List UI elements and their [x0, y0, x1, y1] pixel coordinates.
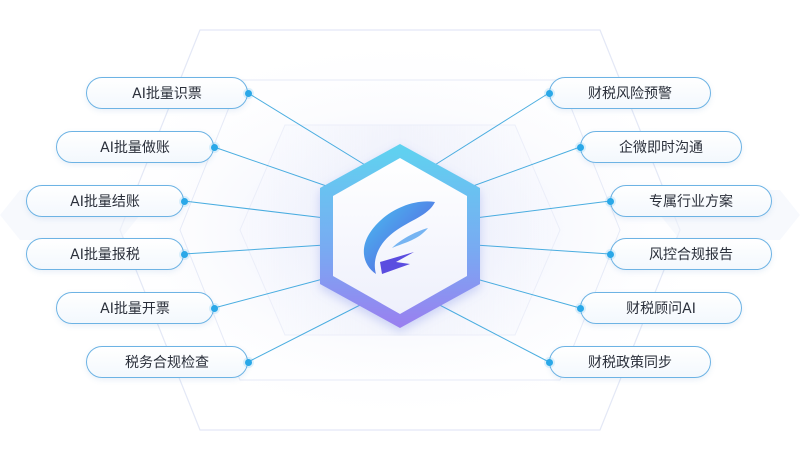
right-connector-line [429, 92, 550, 169]
right-connector-line [461, 274, 581, 309]
left-connector-line [183, 200, 326, 219]
right-connector-line [474, 200, 611, 219]
left-feature-pill: AI批量结账 [26, 185, 184, 217]
left-feature-pill: AI批量做账 [56, 131, 214, 163]
feature-label: 财税顾问AI [626, 301, 696, 317]
left-feature-pill: 税务合规检查 [86, 346, 248, 378]
feature-label: 企微即时沟通 [619, 140, 703, 156]
center-hub [320, 144, 480, 328]
left-feature-pill: AI批量识票 [86, 77, 248, 109]
left-connector-line [247, 92, 371, 169]
connector-dot [545, 89, 553, 97]
left-feature-pill: AI批量报税 [26, 238, 184, 270]
connector-dot [545, 358, 553, 366]
connector-dot [244, 358, 252, 366]
left-connector-line [213, 146, 339, 191]
right-feature-pill: 专属行业方案 [610, 185, 772, 217]
right-connector-line [474, 244, 611, 255]
feature-label: AI批量做账 [100, 140, 170, 156]
right-connector-line [429, 299, 550, 363]
left-connector-line [213, 274, 339, 309]
connector-dot [576, 304, 584, 312]
connector-dot [244, 89, 252, 97]
connector-dot [606, 197, 614, 205]
left-connector-line [183, 244, 326, 255]
right-connector-line [461, 146, 581, 191]
right-feature-pill: 财税风险预警 [549, 77, 711, 109]
feature-label: 财税风险预警 [588, 86, 672, 102]
left-feature-pill: AI批量开票 [56, 292, 214, 324]
wing-logo-icon [363, 201, 435, 274]
feature-label: 税务合规检查 [125, 355, 209, 371]
feature-label: AI批量识票 [132, 86, 202, 102]
feature-label: 专属行业方案 [649, 194, 733, 210]
connector-dot [210, 143, 218, 151]
feature-label: AI批量报税 [70, 247, 140, 263]
feature-label: AI批量结账 [70, 194, 140, 210]
connector-dot [180, 250, 188, 258]
connector-lines [183, 92, 611, 363]
connector-dot [606, 250, 614, 258]
left-connector-line [247, 299, 371, 363]
right-feature-pill: 财税顾问AI [580, 292, 742, 324]
connector-dot [576, 143, 584, 151]
feature-label: 风控合规报告 [649, 247, 733, 263]
feature-label: AI批量开票 [100, 301, 170, 317]
connector-dot [210, 304, 218, 312]
right-feature-pill: 风控合规报告 [610, 238, 772, 270]
right-feature-pill: 财税政策同步 [549, 346, 711, 378]
hub-hexagon-face [333, 158, 467, 314]
connector-dot [180, 197, 188, 205]
feature-label: 财税政策同步 [588, 355, 672, 371]
right-feature-pill: 企微即时沟通 [580, 131, 742, 163]
